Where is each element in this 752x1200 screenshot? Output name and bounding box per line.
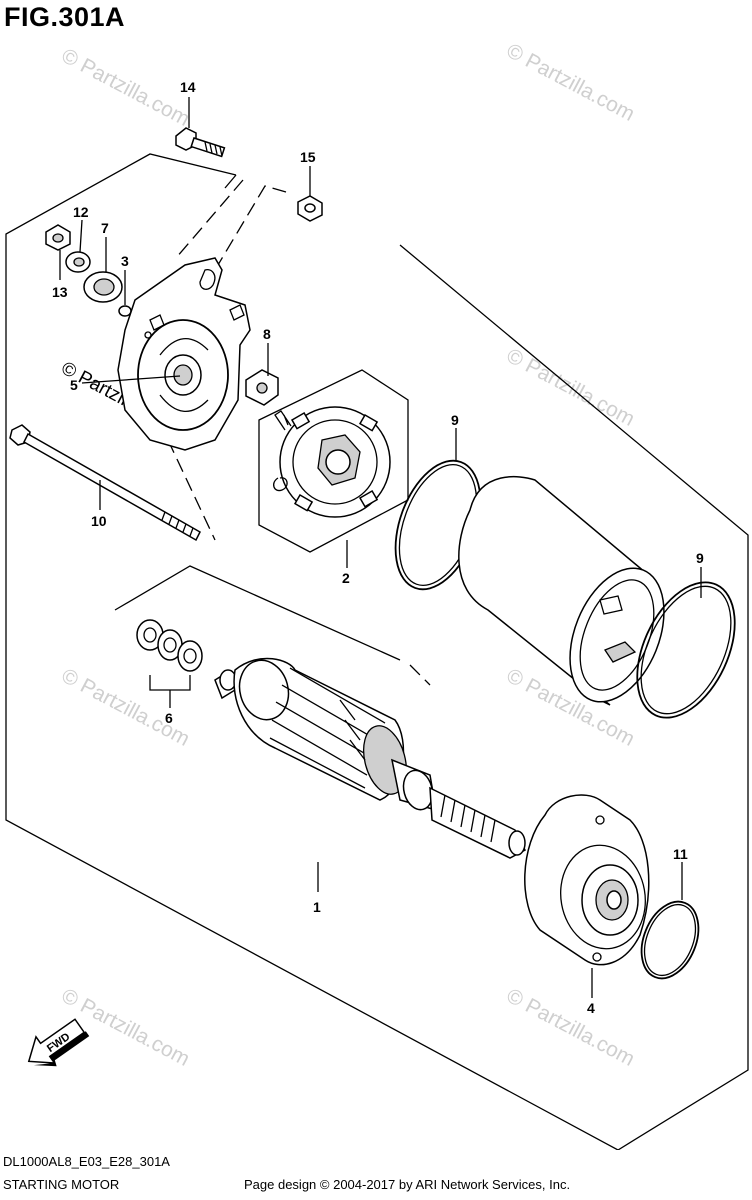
figure-title: FIG.301A xyxy=(4,2,126,32)
brush-holder-2[interactable] xyxy=(272,406,391,518)
callout-14: 14 xyxy=(180,79,196,95)
callout-1: 1 xyxy=(313,899,321,915)
outline-tick xyxy=(224,174,237,189)
exploded-parts-diagram: © Partzilla.com © Partzilla.com © Partzi… xyxy=(5,39,752,1150)
o-ring-3[interactable] xyxy=(118,305,132,317)
assembly-outline xyxy=(5,153,749,1150)
end-housing-5[interactable] xyxy=(117,257,251,451)
callout-10: 10 xyxy=(91,513,107,529)
callout-9: 9 xyxy=(451,412,459,428)
watermark: © Partzilla.com xyxy=(503,984,639,1071)
front-housing-4[interactable] xyxy=(524,794,654,966)
watermark: © Partzilla.com xyxy=(503,39,639,126)
section-name: STARTING MOTOR xyxy=(3,1177,120,1192)
leader-5 xyxy=(81,375,181,384)
callout-8: 8 xyxy=(263,326,271,342)
fwd-arrow-icon: FWD xyxy=(27,1018,90,1067)
callout-5: 5 xyxy=(70,377,78,393)
washer-bracket xyxy=(149,675,191,691)
diagram-code: DL1000AL8_E03_E28_301A xyxy=(3,1154,170,1169)
nut-12[interactable] xyxy=(45,224,71,251)
callout-15: 15 xyxy=(300,149,316,165)
alignment-dashes xyxy=(167,179,431,686)
callout-11: 11 xyxy=(673,846,688,862)
leader-12 xyxy=(79,219,83,253)
bolt-14[interactable] xyxy=(175,127,226,158)
callout-13: 13 xyxy=(52,284,68,300)
o-ring-11[interactable] xyxy=(631,893,709,987)
callout-12: 12 xyxy=(73,204,89,220)
callout-6: 6 xyxy=(165,710,173,726)
yoke-housing[interactable] xyxy=(458,475,682,716)
watermark: © Partzilla.com xyxy=(58,664,194,751)
callout-2: 2 xyxy=(342,570,350,586)
armature[interactable] xyxy=(214,655,526,859)
oil-seal-7[interactable] xyxy=(83,271,123,303)
callout-labels: 14 15 12 7 3 13 8 5 9 10 2 9 6 1 11 4 xyxy=(52,79,704,1016)
washer-group-outline xyxy=(114,565,401,661)
washer-13[interactable] xyxy=(65,251,91,273)
nut-15[interactable] xyxy=(297,195,323,222)
callout-3: 3 xyxy=(121,253,129,269)
callout-9: 9 xyxy=(696,550,704,566)
callout-4: 4 xyxy=(587,1000,595,1016)
copyright-notice: Page design © 2004-2017 by ARI Network S… xyxy=(244,1177,571,1192)
watermark: © Partzilla.com xyxy=(58,44,194,131)
o-ring-9-rear[interactable] xyxy=(618,567,752,733)
callout-7: 7 xyxy=(101,220,109,236)
washer-6[interactable] xyxy=(136,619,203,672)
insulator-8[interactable] xyxy=(245,369,279,406)
through-bolt-10[interactable] xyxy=(9,424,201,542)
